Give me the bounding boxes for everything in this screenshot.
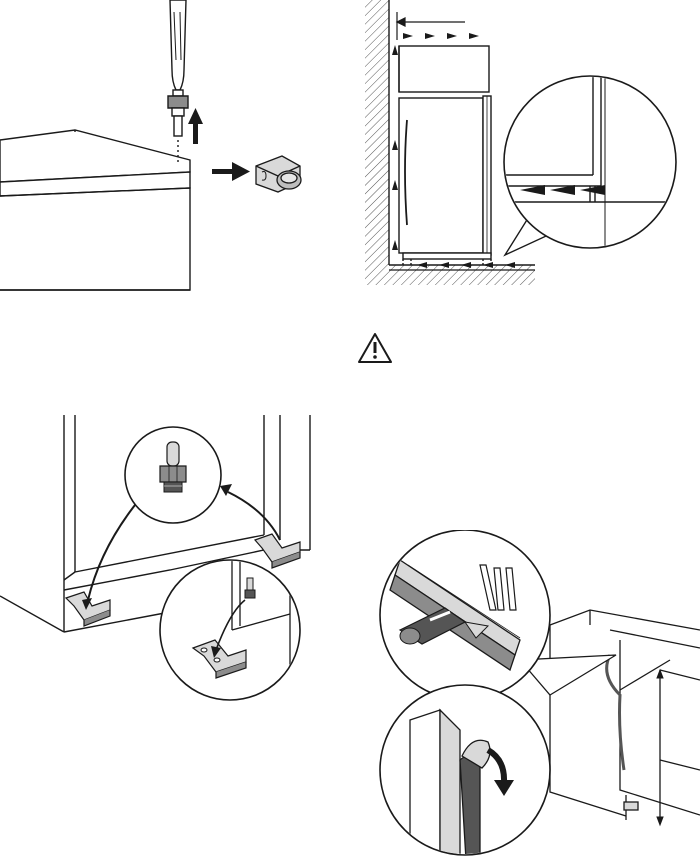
figure-hinge-cover-removal bbox=[0, 0, 330, 300]
wall-hatch bbox=[365, 0, 389, 265]
hinge-bracket-icon bbox=[160, 560, 300, 700]
figure-bottom-hinge-pin bbox=[0, 400, 330, 720]
warning-triangle-icon bbox=[355, 330, 395, 370]
floor-hatch bbox=[365, 265, 535, 285]
figure-sealing-strip bbox=[370, 530, 700, 856]
hinge-pin-diagram bbox=[0, 400, 330, 720]
clearance-diagram bbox=[355, 0, 700, 300]
door-front bbox=[0, 188, 190, 290]
sealing-strip-diagram bbox=[370, 530, 700, 856]
appliance-cabinet-icon bbox=[550, 610, 700, 820]
hinge-pin-icon bbox=[125, 427, 221, 523]
figure-warning bbox=[355, 330, 395, 370]
up-arrow-icon bbox=[188, 108, 203, 144]
hinge-cover-icon bbox=[256, 156, 301, 192]
screwdriver-icon bbox=[168, 0, 188, 136]
figure-side-clearance bbox=[355, 0, 700, 300]
right-arrow-icon bbox=[212, 162, 250, 181]
hinge-cover-diagram bbox=[0, 0, 330, 300]
magnifier-callout bbox=[504, 60, 676, 255]
